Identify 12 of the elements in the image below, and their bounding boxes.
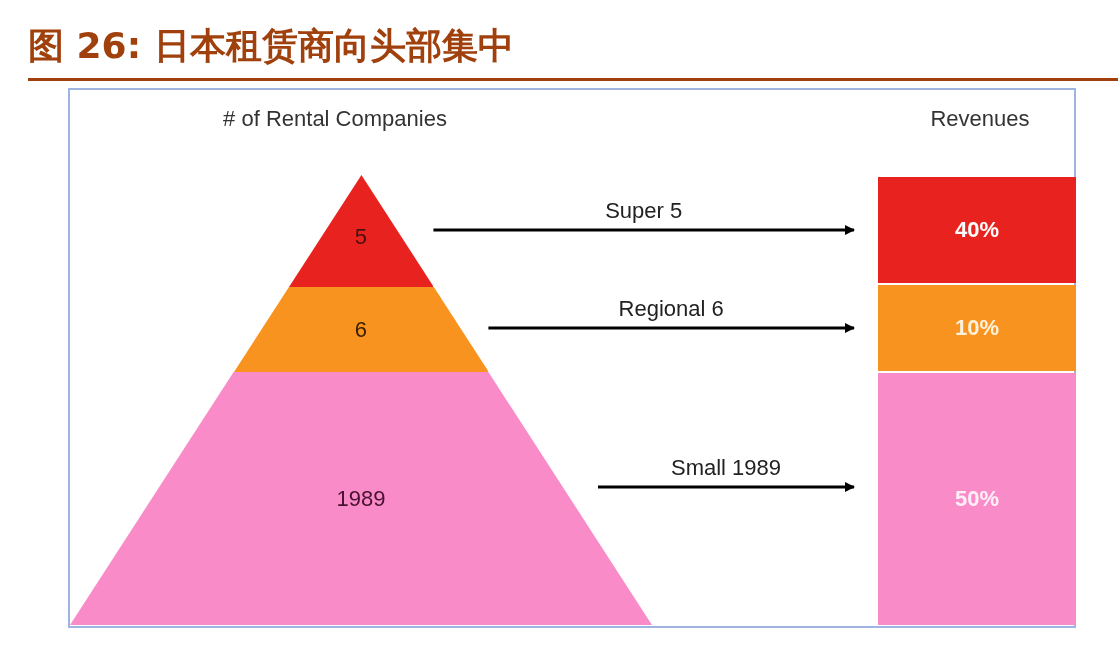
column-heading: # of Rental Companies <box>223 106 447 132</box>
revenue-share: 10% <box>955 315 999 341</box>
arrow <box>488 323 855 333</box>
arrow <box>433 225 855 235</box>
revenue-share: 50% <box>955 486 999 512</box>
column-heading: Revenues <box>930 106 1030 132</box>
tier-count: 1989 <box>336 485 386 512</box>
arrow <box>598 482 855 492</box>
tier-count: 6 <box>354 316 368 343</box>
revenue-share: 40% <box>955 217 999 243</box>
figure-title: 图 26: 日本租赁商向头部集中 <box>28 24 514 68</box>
tier-count: 5 <box>354 223 368 250</box>
